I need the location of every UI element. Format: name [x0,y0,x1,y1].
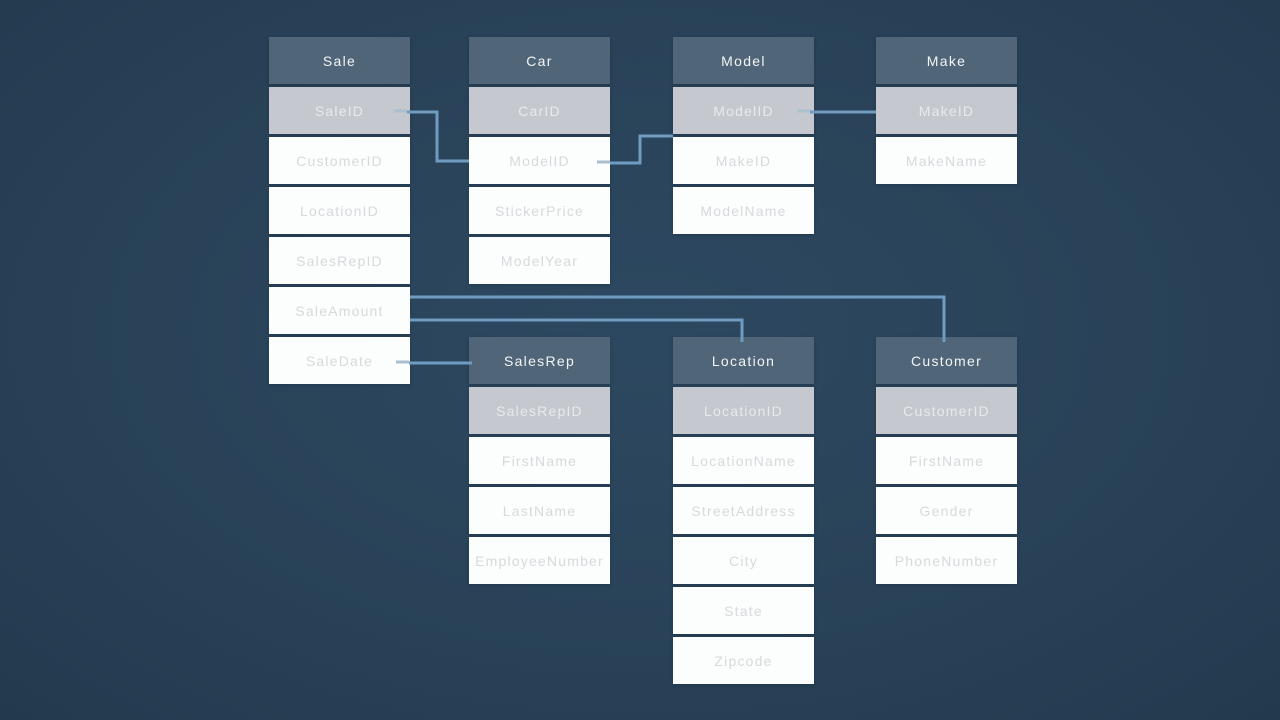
table-make-header: Make [876,37,1017,84]
table-row: Gender [876,487,1017,534]
table-row: State [673,587,814,634]
table-row: City [673,537,814,584]
table-row: SaleID [269,87,410,134]
connector-Car-ModelID-to-Model-ModelID [610,134,673,165]
table-row: ModelID [673,87,814,134]
table-row: FirstName [876,437,1017,484]
table-row: Zipcode [673,637,814,684]
table-customer-header: Customer [876,337,1017,384]
table-model: Model ModelID MakeID ModelName [673,37,814,237]
table-location-header: Location [673,337,814,384]
table-row: ModelID [469,137,610,184]
table-row: CustomerID [876,387,1017,434]
table-row: EmployeeNumber [469,537,610,584]
table-row: MakeName [876,137,1017,184]
table-make: Make MakeID MakeName [876,37,1017,187]
table-row: MakeID [673,137,814,184]
table-row: LocationID [269,187,410,234]
table-sale-header: Sale [269,37,410,84]
table-car: Car CarID ModelID StickerPrice ModelYear [469,37,610,287]
table-salesrep: SalesRep SalesRepID FirstName LastName E… [469,337,610,587]
table-row: ModelName [673,187,814,234]
table-row: PhoneNumber [876,537,1017,584]
table-car-header: Car [469,37,610,84]
table-row: SaleAmount [269,287,410,334]
table-row: LocationName [673,437,814,484]
table-row: LastName [469,487,610,534]
table-row: LocationID [673,387,814,434]
table-sale: Sale SaleID CustomerID LocationID SalesR… [269,37,410,387]
connector-Sale-SaleAmount-to-Customer [410,295,946,342]
table-model-header: Model [673,37,814,84]
table-customer: Customer CustomerID FirstName Gender Pho… [876,337,1017,587]
table-row: SalesRepID [469,387,610,434]
table-row: ModelYear [469,237,610,284]
table-salesrep-header: SalesRep [469,337,610,384]
table-row: StickerPrice [469,187,610,234]
table-row: CustomerID [269,137,410,184]
table-row: FirstName [469,437,610,484]
connector-Sale-SaleID-to-Car-ModelID [407,110,469,163]
table-row: SalesRepID [269,237,410,284]
table-row: SaleDate [269,337,410,384]
table-row: StreetAddress [673,487,814,534]
table-row: CarID [469,87,610,134]
table-row: MakeID [876,87,1017,134]
table-location: Location LocationID LocationName StreetA… [673,337,814,687]
